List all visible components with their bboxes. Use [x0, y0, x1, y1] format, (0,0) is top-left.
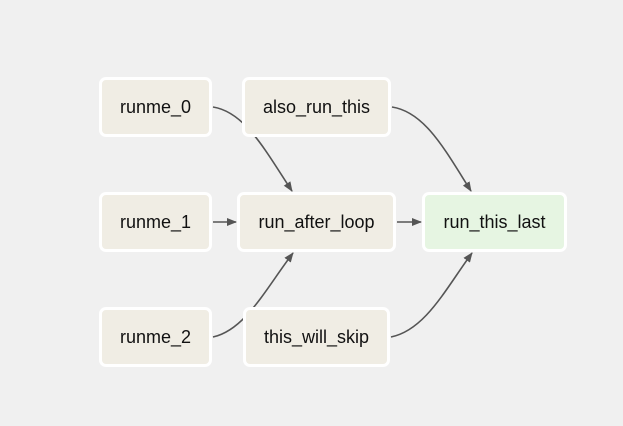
task-node-run-this-last[interactable]: run_this_last [422, 192, 567, 252]
task-label: also_run_this [262, 96, 371, 117]
task-label: run_after_loop [258, 211, 375, 232]
edge-also-run-this-to-run-this-last [391, 106, 472, 192]
edge-this-will-skip-to-run-this-last [390, 252, 473, 338]
task-label: run_this_last [443, 211, 546, 232]
task-label: runme_1 [119, 211, 192, 232]
task-label: runme_2 [119, 326, 192, 347]
task-label: runme_0 [119, 96, 192, 117]
task-node-run-after-loop[interactable]: run_after_loop [237, 192, 396, 252]
edge-runme2-to-run-after-loop [212, 252, 294, 338]
task-node-runme-1[interactable]: runme_1 [99, 192, 212, 252]
task-label: this_will_skip [263, 326, 370, 347]
task-node-runme-0[interactable]: runme_0 [99, 77, 212, 137]
task-node-runme-2[interactable]: runme_2 [99, 307, 212, 367]
task-node-this-will-skip[interactable]: this_will_skip [243, 307, 390, 367]
task-node-also-run-this[interactable]: also_run_this [242, 77, 391, 137]
